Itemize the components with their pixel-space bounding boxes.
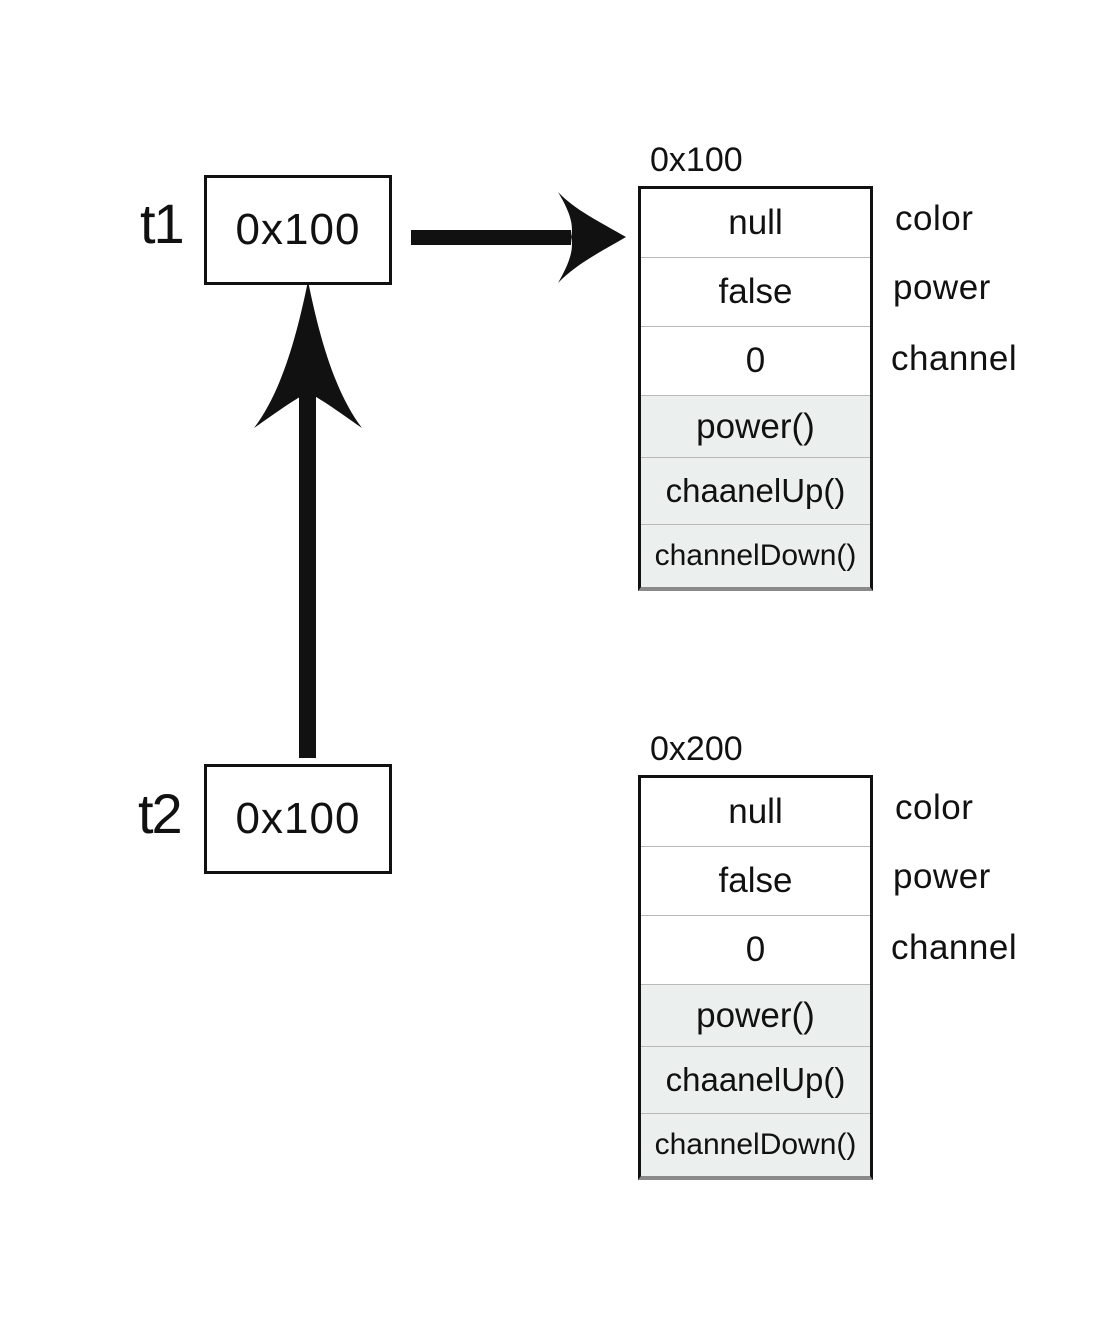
method-power: power() [641, 396, 870, 458]
field-value-color: null [641, 778, 870, 847]
field-value-channel: 0 [641, 327, 870, 396]
reference-value-t2: 0x100 [235, 794, 361, 843]
method-channel-down: channelDown() [641, 525, 870, 587]
variable-name-t2: t2 [138, 782, 183, 845]
field-label-channel: channel [891, 928, 1018, 967]
field-label-color: color [895, 199, 974, 238]
field-value-power: false [641, 847, 870, 916]
object-address-label: 0x200 [650, 730, 743, 768]
field-value-power: false [641, 258, 870, 327]
reference-box-t2: 0x100 [204, 764, 392, 874]
reference-value-t1: 0x100 [235, 205, 361, 254]
field-label-power: power [893, 857, 991, 896]
method-channel-up: chaanelUp() [641, 458, 870, 525]
object-block-0x100: null false 0 power() chaanelUp() channel… [638, 186, 873, 591]
field-label-color: color [895, 788, 974, 827]
arrow-t2-to-t1 [254, 281, 362, 758]
method-channel-up: chaanelUp() [641, 1047, 870, 1114]
field-value-channel: 0 [641, 916, 870, 985]
field-label-channel: channel [891, 339, 1018, 378]
object-address-label: 0x100 [650, 141, 743, 179]
reference-box-t1: 0x100 [204, 175, 392, 285]
method-channel-down: channelDown() [641, 1114, 870, 1176]
variable-name-t1: t1 [140, 192, 185, 255]
object-block-0x200: null false 0 power() chaanelUp() channel… [638, 775, 873, 1180]
field-label-power: power [893, 268, 991, 307]
field-value-color: null [641, 189, 870, 258]
arrow-t1-to-object-0x100 [411, 192, 626, 283]
method-power: power() [641, 985, 870, 1047]
